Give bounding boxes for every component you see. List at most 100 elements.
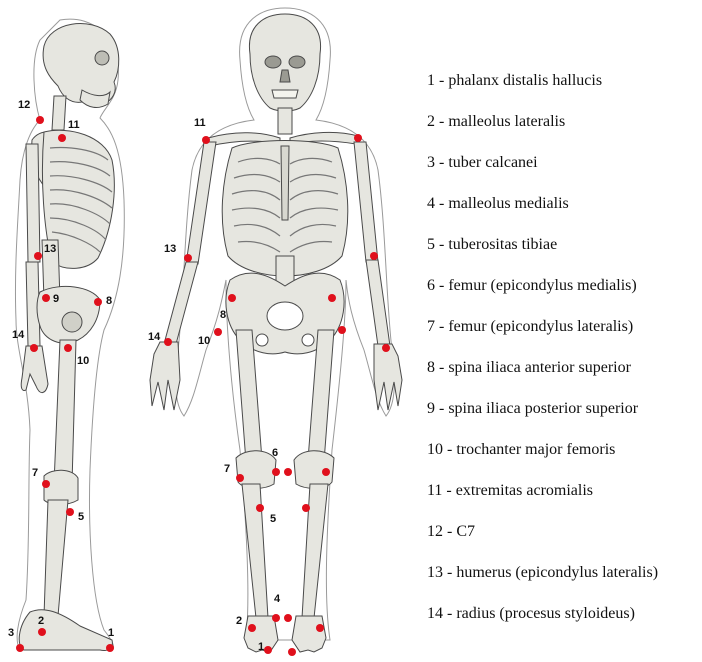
landmark-8-front-marker (328, 294, 336, 302)
front-hand-right (374, 344, 402, 410)
side-hand (21, 346, 48, 393)
landmark-14-front-label: 14 (148, 331, 161, 343)
front-eye-socket-left (265, 56, 281, 68)
legend-item-12: 12 - C7 (427, 523, 475, 541)
landmark-11-side-label: 11 (68, 119, 80, 131)
landmark-8-front-label: 8 (220, 309, 226, 321)
landmark-13-side-marker (34, 252, 42, 260)
landmark-8-side-marker (94, 298, 102, 306)
landmark-7-side-marker (42, 480, 50, 488)
landmark-6-front-marker (272, 468, 280, 476)
lateral-skeleton-view (15, 19, 124, 650)
landmark-2-front-marker (248, 624, 256, 632)
side-humerus (26, 144, 40, 262)
landmark-11-front-marker (354, 134, 362, 142)
landmark-8-front-marker (228, 294, 236, 302)
legend-item-3: 3 - tuber calcanei (427, 154, 538, 172)
landmark-5-front-marker (302, 504, 310, 512)
landmark-3-side-label: 3 (8, 627, 14, 639)
front-obturator-right (302, 334, 314, 346)
front-tibia-left (242, 484, 268, 618)
landmark-10-side-marker (64, 344, 72, 352)
landmark-10-side-label: 10 (77, 355, 89, 367)
anterior-skeleton-view (150, 8, 402, 652)
side-femur (54, 340, 76, 484)
front-humerus-left (186, 142, 216, 264)
landmark-7-front-label: 7 (224, 463, 230, 475)
side-eye-socket (95, 51, 109, 65)
landmark-10-front-marker (214, 328, 222, 336)
front-sternum (281, 146, 289, 220)
legend-item-10: 10 - trochanter major femoris (427, 441, 615, 459)
legend-item-7: 7 - femur (epicondylus lateralis) (427, 318, 633, 336)
front-nasal-cavity (280, 70, 290, 82)
front-cervical-spine (278, 108, 292, 134)
side-skull (43, 24, 119, 105)
landmark-8-side-label: 8 (106, 295, 112, 307)
landmark-4-front-marker (272, 614, 280, 622)
front-foot-right (292, 616, 326, 652)
landmark-2-front-label: 2 (236, 615, 242, 627)
legend-item-5: 5 - tuberositas tibiae (427, 236, 557, 254)
side-foot (19, 610, 112, 651)
landmark-9-side-label: 9 (53, 293, 59, 305)
side-knee (44, 470, 78, 504)
landmark-7-side-label: 7 (32, 467, 38, 479)
landmark-5-side-label: 5 (78, 511, 84, 523)
landmark-1-front-marker (288, 648, 296, 656)
landmark-2-side-marker (38, 628, 46, 636)
legend-item-2: 2 - malleolus lateralis (427, 113, 565, 131)
landmark-14-front-marker (382, 344, 390, 352)
front-obturator-left (256, 334, 268, 346)
landmark-3-side-marker (16, 644, 24, 652)
landmark-10-front-marker (338, 326, 346, 334)
landmark-6-front-marker (284, 468, 292, 476)
front-teeth (272, 90, 298, 98)
side-cervical-spine (52, 96, 66, 130)
legend-item-11: 11 - extremitas acromialis (427, 482, 593, 500)
landmark-14-front-marker (164, 338, 172, 346)
landmark-5-front-label: 5 (270, 513, 276, 525)
legend-item-8: 8 - spina iliaca anterior superior (427, 359, 631, 377)
landmark-1-side-marker (106, 644, 114, 652)
landmark-6-front-label: 6 (272, 447, 278, 459)
landmark-7-front-marker (236, 474, 244, 482)
landmark-1-front-label: 1 (258, 641, 264, 653)
landmark-2-side-label: 2 (38, 615, 44, 627)
side-acetabulum (62, 312, 82, 332)
landmark-1-side-label: 1 (108, 627, 114, 639)
legend-item-14: 14 - radius (procesus styloideus) (427, 605, 635, 623)
landmark-2-front-marker (316, 624, 324, 632)
landmark-13-front-marker (370, 252, 378, 260)
landmark-10-front-label: 10 (198, 335, 210, 347)
front-eye-socket-right (289, 56, 305, 68)
landmark-13-side-label: 13 (44, 243, 56, 255)
landmark-13-front-label: 13 (164, 243, 176, 255)
front-knee-left (236, 451, 276, 489)
landmark-1-front-marker (264, 646, 272, 654)
landmark-12-side-label: 12 (18, 99, 30, 111)
landmark-9-side-marker (42, 294, 50, 302)
landmark-5-side-marker (66, 508, 74, 516)
legend-item-13: 13 - humerus (epicondylus lateralis) (427, 564, 658, 582)
landmark-13-front-marker (184, 254, 192, 262)
front-forearm-left (164, 262, 198, 344)
landmark-11-front-label: 11 (194, 117, 206, 129)
landmark-4-front-marker (284, 614, 292, 622)
front-pelvic-inlet (267, 302, 303, 330)
front-hand-left (150, 342, 180, 410)
landmark-14-side-marker (30, 344, 38, 352)
landmark-4-front-label: 4 (274, 593, 281, 605)
landmark-14-side-label: 14 (12, 329, 25, 341)
landmark-11-side-marker (58, 134, 66, 142)
side-tibia (44, 500, 68, 616)
legend-item-4: 4 - malleolus medialis (427, 195, 569, 213)
landmark-11-front-marker (202, 136, 210, 144)
front-humerus-right (354, 142, 378, 262)
legend-item-1: 1 - phalanx distalis hallucis (427, 72, 602, 90)
landmark-7-front-marker (322, 468, 330, 476)
legend-item-9: 9 - spina iliaca posterior superior (427, 400, 638, 418)
landmark-5-front-marker (256, 504, 264, 512)
landmark-12-side-marker (36, 116, 44, 124)
